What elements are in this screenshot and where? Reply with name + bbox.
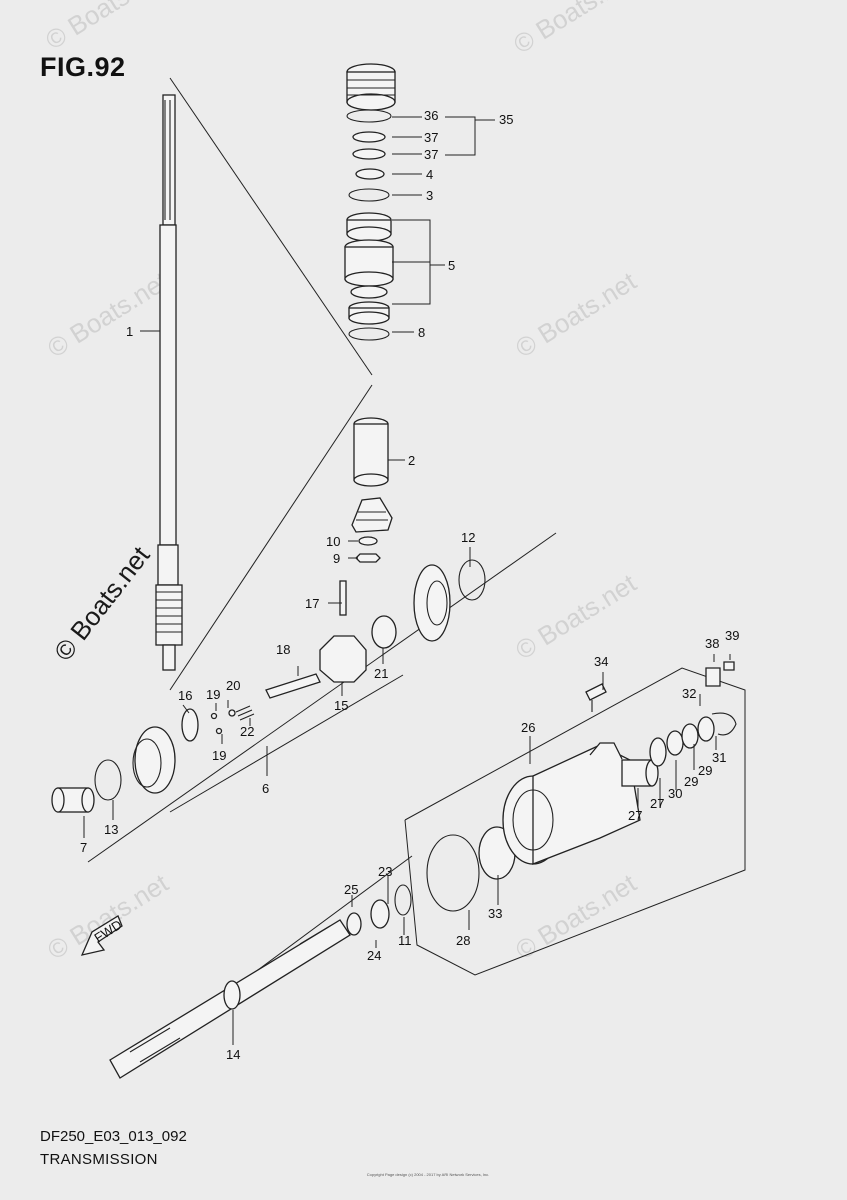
callout-28: 28	[456, 933, 470, 948]
callout-16: 16	[178, 688, 192, 703]
callout-32: 32	[682, 686, 696, 701]
callout-21: 21	[374, 666, 388, 681]
callout-20: 20	[226, 678, 240, 693]
callout-38: 38	[705, 636, 719, 651]
pinion-gear	[351, 497, 393, 563]
callout-36: 36	[424, 108, 438, 123]
callout-1: 1	[126, 324, 133, 339]
copyright-notice: Copyright Page design (c) 2004 - 2017 by…	[366, 1172, 490, 1177]
callout-33: 33	[488, 906, 502, 921]
callout-15: 15	[334, 698, 348, 713]
callout-14: 14	[226, 1047, 240, 1062]
callout-11: 11	[398, 933, 412, 948]
callout-35: 35	[499, 112, 513, 127]
callout-37-b: 37	[424, 147, 438, 162]
callout-2: 2	[408, 453, 415, 468]
callout-6: 6	[262, 781, 269, 796]
callout-19-b: 19	[212, 748, 226, 763]
forward-gear-assembly	[181, 559, 486, 742]
callout-13: 13	[104, 822, 118, 837]
callout-7: 7	[80, 840, 87, 855]
callout-22: 22	[240, 724, 254, 739]
reverse-gear-assembly	[51, 726, 176, 813]
drive-shaft	[155, 94, 183, 671]
callouts: 1 2 3 4 5 6 7 8 9 10 11 12 13 14 15 16 1…	[80, 108, 739, 1062]
sleeve	[353, 417, 389, 487]
callout-37-a: 37	[424, 130, 438, 145]
diagram-name: TRANSMISSION	[40, 1151, 158, 1168]
callout-34: 34	[594, 654, 608, 669]
callout-5: 5	[448, 258, 455, 273]
callout-27-a: 27	[628, 808, 642, 823]
propeller-shaft	[109, 884, 412, 1079]
callout-12: 12	[461, 530, 475, 545]
callout-27-b: 27	[650, 796, 664, 811]
callout-29-a: 29	[684, 774, 698, 789]
callout-3: 3	[426, 188, 433, 203]
callout-4: 4	[426, 167, 433, 182]
callout-18: 18	[276, 642, 290, 657]
diagram-code: DF250_E03_013_092	[40, 1128, 187, 1145]
callout-30: 30	[668, 786, 682, 801]
callout-23: 23	[378, 864, 392, 879]
callout-9: 9	[333, 551, 340, 566]
callout-24: 24	[367, 948, 381, 963]
callout-29-b: 29	[698, 763, 712, 778]
group-outlines	[87, 77, 746, 1073]
callout-10: 10	[326, 534, 340, 549]
callout-19-a: 19	[206, 687, 220, 702]
callout-8: 8	[418, 325, 425, 340]
upper-bearing-stack	[344, 63, 396, 341]
callout-25: 25	[344, 882, 358, 897]
callout-17: 17	[305, 596, 319, 611]
figure-title: FIG.92	[40, 52, 126, 82]
callout-26: 26	[521, 720, 535, 735]
leader-lines	[83, 116, 731, 1045]
callout-31: 31	[712, 750, 726, 765]
fwd-arrow: FWD	[80, 915, 124, 956]
bearing-housing	[426, 661, 737, 912]
callout-39: 39	[725, 628, 739, 643]
